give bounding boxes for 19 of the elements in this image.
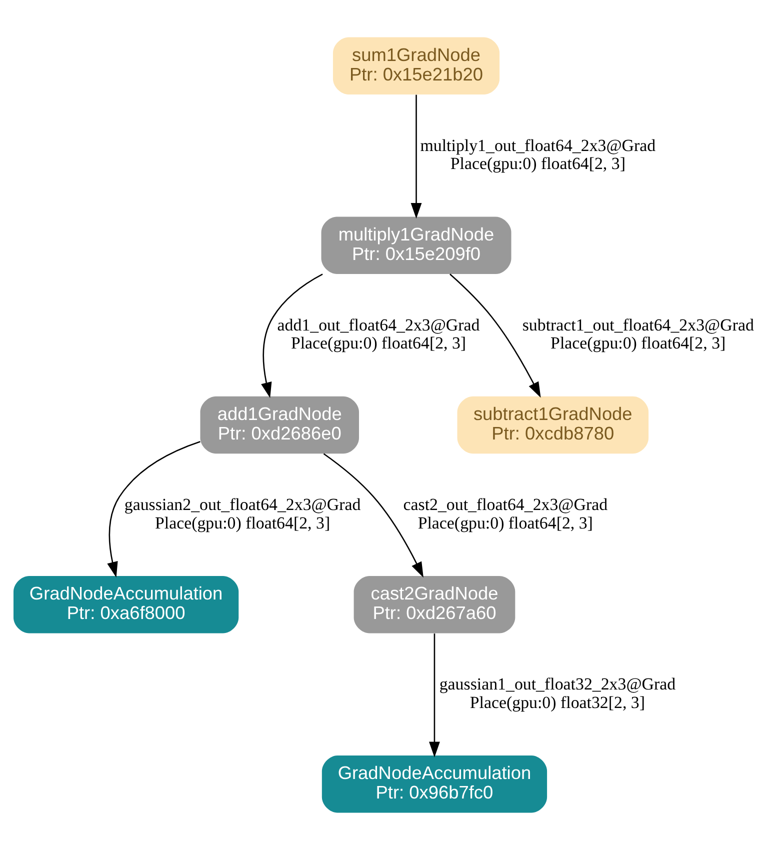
arrow: [107, 440, 200, 577]
edge-label: multiply1_out_float64_2x3@Grad Place(gpu:0) float64[2, 3]: [420, 135, 656, 173]
arrow: [261, 273, 323, 398]
arrow: [429, 633, 440, 757]
node-box: GradNodeAccumulation Ptr: 0xa6f8000: [14, 575, 239, 633]
edge-label: gaussian1_out_float32_2x3@Grad Place(gpu:0) float32[2, 3]: [439, 674, 676, 712]
arrow: [410, 94, 422, 218]
node-box: GradNodeAccumulation Ptr: 0x96b7fc0: [322, 755, 548, 812]
arrow: [323, 452, 424, 578]
arrow: [450, 273, 541, 398]
node-box: multiply1GradNode Ptr: 0x15e209f0: [321, 216, 512, 274]
node-box: add1GradNode Ptr: 0xd2686e0: [200, 396, 359, 454]
node-box: subtract1GradNode Ptr: 0xcdb8780: [457, 396, 649, 454]
edge-label: cast2_out_float64_2x3@Grad Place(gpu:0) float64[2, 3]: [403, 494, 608, 532]
edge-label: add1_out_float64_2x3@Grad Place(gpu:0) float64[2, 3]: [277, 315, 480, 352]
node-box: sum1GradNode Ptr: 0x15e21b20: [332, 36, 500, 94]
node-box: cast2GradNode Ptr: 0xd267a60: [354, 575, 516, 633]
edge-label: subtract1_out_float64_2x3@Grad Place(gpu:0) float64[2, 3]: [522, 315, 754, 352]
edge-label: gaussian2_out_float64_2x3@Grad Place(gpu:0) float64[2, 3]: [124, 494, 361, 532]
